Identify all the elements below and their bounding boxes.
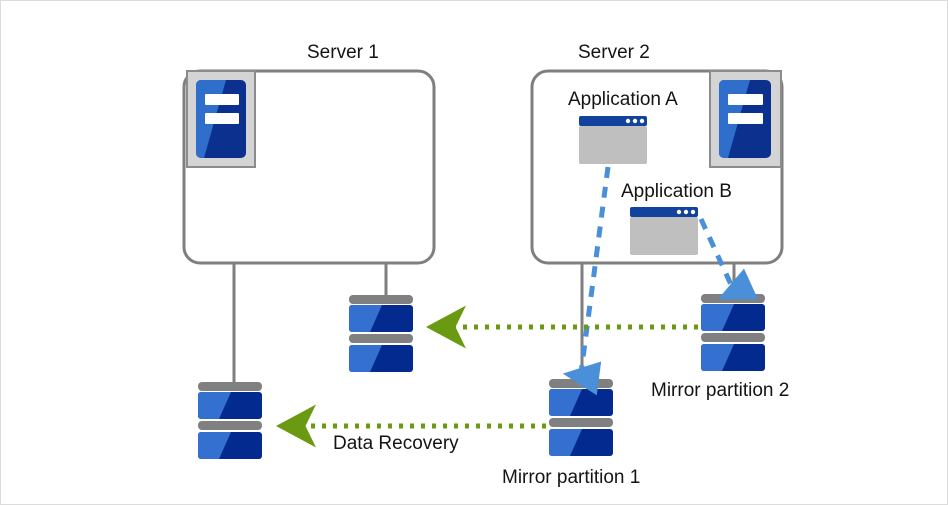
disk-mp2-seg-bottom-highlight — [701, 344, 734, 371]
application-b-dot-2 — [683, 209, 689, 215]
mirror-partition-1-label: Mirror partition 1 — [502, 467, 641, 488]
disk-server1-upper-right[interactable] — [349, 295, 413, 372]
connector-lines — [232, 263, 736, 383]
application-b-titlebar — [630, 207, 698, 217]
disk-sur-seg-top-highlight — [349, 305, 382, 332]
disk-mp2-seg-top-highlight — [701, 304, 734, 331]
application-b-dot-3 — [690, 209, 696, 215]
disk-sur-seg-bottom-highlight — [349, 345, 382, 372]
disk-server1-lower-left[interactable] — [198, 382, 262, 459]
disk-mirror-partition-1[interactable] — [549, 379, 613, 456]
app-b-access-arrow — [698, 217, 759, 300]
disk-mp1-cap-mid — [549, 418, 613, 427]
disk-sur-cap-mid — [349, 334, 413, 343]
disk-sll-seg-top-highlight — [198, 392, 231, 419]
disk-mirror-partition-2[interactable] — [701, 294, 765, 371]
access-arrows — [562, 166, 759, 396]
server-1-box[interactable] — [182, 69, 436, 265]
disk-mp1-seg-top-highlight — [549, 389, 582, 416]
disk-mp2-cap-mid — [701, 333, 765, 342]
application-a-body — [579, 126, 647, 164]
disk-mp1-seg-bottom-highlight — [549, 429, 582, 456]
server-2-rack-bar-top — [728, 94, 763, 105]
application-a-titlebar — [579, 116, 647, 126]
data-recovery-label: Data Recovery — [333, 433, 459, 454]
application-b-label: Application B — [621, 181, 732, 202]
recovery-arrows — [276, 305, 698, 448]
server-2-label: Server 2 — [578, 42, 650, 63]
mirror-partition-2-label: Mirror partition 2 — [651, 380, 790, 401]
disk-sll-seg-bottom-highlight — [198, 432, 231, 459]
server-1-label: Server 1 — [307, 42, 379, 63]
application-a-dot-3 — [639, 118, 645, 124]
server-1-rack-bar-top — [205, 94, 239, 105]
application-b-window[interactable] — [630, 207, 698, 255]
application-a-dot-2 — [632, 118, 638, 124]
disk-sll-cap-mid — [198, 421, 262, 430]
disk-sur-cap-top — [349, 295, 413, 304]
disk-mp2-cap-top — [701, 294, 765, 303]
disk-mp1-cap-top — [549, 379, 613, 388]
app-a-access-arrow — [562, 166, 611, 396]
application-b-dot-1 — [676, 209, 682, 215]
server-2-rack-bar-bottom — [728, 113, 763, 124]
application-a-label: Application A — [568, 89, 678, 110]
application-a-window[interactable] — [579, 116, 647, 164]
application-a-dot-1 — [625, 118, 631, 124]
application-b-body — [630, 217, 698, 255]
server-1-rack-bar-bottom — [205, 113, 239, 124]
disk-sll-cap-top — [198, 382, 262, 391]
